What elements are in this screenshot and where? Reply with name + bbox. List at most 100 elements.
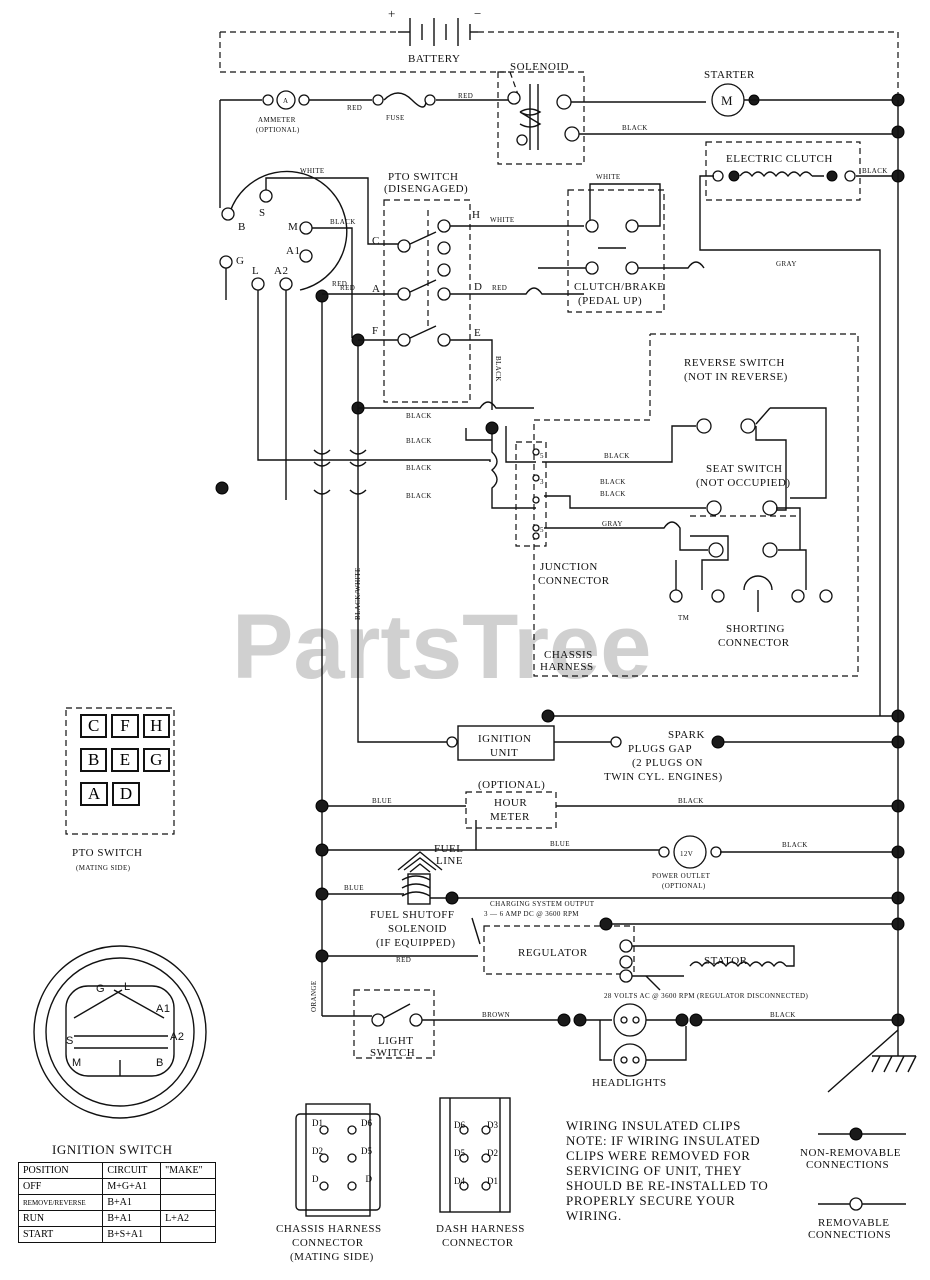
wiring-note: WIRING INSULATED CLIPS NOTE: IF WIRING I… — [566, 1118, 768, 1223]
table-cell: B+S+A1 — [102, 1226, 162, 1243]
dash-connector-label-2: CONNECTOR — [442, 1237, 514, 1249]
ignition-switch-label: IGNITION SWITCH — [52, 1142, 173, 1157]
legend-nr-2: CONNECTIONS — [806, 1159, 889, 1171]
wire-label-red: RED — [332, 280, 347, 288]
pto-grid-d: D — [112, 782, 140, 806]
power-optional-label: (OPTIONAL) — [662, 882, 706, 890]
pto-grid-g: G — [142, 748, 170, 772]
ign-term-a2: A2 — [274, 265, 288, 277]
wire-label-black: BLACK — [494, 356, 502, 382]
battery: + − BATTERY — [219, 6, 899, 101]
ignition-unit: IGNITION UNIT SPARK PLUGS GAP (2 PLUGS O… — [446, 690, 905, 783]
wire-label-black: BLACK — [406, 412, 432, 420]
stator-label: STATOR — [704, 955, 748, 967]
dash-pin: D5 — [454, 1148, 465, 1158]
wire-label-black: BLACK — [406, 492, 432, 500]
pto-grid-b: B — [80, 748, 108, 772]
ign-phys-a2: A2 — [170, 1031, 184, 1043]
battery-label: BATTERY — [408, 53, 460, 65]
electric-clutch-label: ELECTRIC CLUTCH — [726, 153, 833, 165]
wire-label-brown: BROWN — [482, 1011, 510, 1019]
dash-connector-label: DASH HARNESS — [436, 1223, 525, 1235]
legend-removable-icon — [849, 1197, 863, 1211]
ign-phys-m: M — [72, 1057, 82, 1069]
wire-label-black: BLACK — [782, 841, 808, 849]
reverse-seat-switch-area: REVERSE SWITCH (NOT IN REVERSE) BLACK SE… — [533, 333, 859, 677]
chassis-label: CHASSIS — [544, 649, 593, 661]
headlights-label: HEADLIGHTS — [592, 1077, 667, 1089]
pto-grid-f: F — [111, 714, 139, 738]
junction-label: JUNCTION — [540, 561, 598, 573]
dash-pin: D2 — [487, 1148, 498, 1158]
ammeter-label: AMMETER — [258, 116, 296, 124]
table-header: CIRCUIT — [102, 1162, 162, 1179]
ign-term-s: S — [259, 207, 266, 219]
battery-plus: + — [388, 6, 396, 21]
wire-label-black: BLACK — [862, 167, 888, 175]
ign-term-l: L — [252, 265, 259, 277]
pto-grid-a: A — [80, 782, 108, 806]
ammeter-a: A — [283, 97, 288, 105]
wire-label-red: RED — [396, 956, 411, 964]
wire-label-black: BLACK — [330, 218, 356, 226]
chassis-pin: D1 — [312, 1118, 323, 1128]
chassis-connector-label-3: (MATING SIDE) — [290, 1251, 374, 1263]
wire-label-red: RED — [340, 284, 355, 292]
charging-label-1: CHARGING SYSTEM OUTPUT — [490, 900, 595, 908]
wire-label-white: WHITE — [490, 216, 515, 224]
note-line-6: PROPERLY SECURE YOUR — [566, 1193, 735, 1208]
harness-label: HARNESS — [540, 661, 594, 673]
pto-term-c: C — [372, 235, 380, 247]
pto-grid-h: H — [142, 714, 170, 738]
table-cell: RUN — [17, 1210, 104, 1227]
hour-meter-label: HOUR — [494, 797, 527, 809]
pto-mating-label: PTO SWITCH — [72, 847, 143, 859]
ignition-switch-physical: G L A1 A2 S M B — [33, 945, 207, 1119]
light-switch-headlights: ORANGE BROWN LIGHT SWITCH BLACK HEADLIGH… — [310, 980, 905, 1089]
chassis-harness-connector — [295, 1103, 381, 1217]
watermark: PartsTree — [232, 596, 651, 698]
fuel-shutoff-label-3: (IF EQUIPPED) — [376, 937, 456, 949]
wire-label-orange: ORANGE — [310, 980, 318, 1012]
pto-term-h: H — [472, 209, 480, 221]
note-line-4: SERVICING OF UNIT, THEY — [566, 1163, 742, 1178]
table-cell: B+A1 — [102, 1210, 162, 1227]
spark-label-3: (2 PLUGS ON — [632, 757, 703, 769]
harness-runs: BLACK BLACK BLACK BLACK — [313, 401, 534, 500]
dash-pin: D4 — [454, 1176, 465, 1186]
pto-term-f: F — [372, 325, 379, 337]
dash-harness-connector — [439, 1097, 511, 1213]
wire-label-black: BLACK — [406, 464, 432, 472]
legend-nonremovable-icon — [849, 1127, 863, 1141]
note-line-3: CLIPS WERE REMOVED FOR — [566, 1148, 751, 1163]
wire-label-black: BLACK — [406, 437, 432, 445]
ign-term-b: B — [238, 221, 246, 233]
wire-label-white: WHITE — [596, 173, 621, 181]
ign-phys-g: G — [96, 983, 105, 995]
chassis-pin: D6 — [361, 1118, 372, 1128]
fuel-shutoff-label-2: SOLENOID — [388, 923, 447, 935]
fuse-label: FUSE — [386, 114, 405, 122]
pto-mating-grid: C F H B E G A D — [80, 714, 170, 806]
ammeter-fuse-line: A AMMETER (OPTIONAL) RED FUSE RED — [219, 90, 508, 208]
junction-connector-label: CONNECTOR — [538, 575, 610, 587]
ign-phys-b: B — [156, 1057, 164, 1069]
table-cell: L+A2 — [160, 1210, 216, 1227]
table-header: "MAKE" — [160, 1162, 216, 1179]
pedal-up-label: (PEDAL UP) — [578, 295, 642, 307]
battery-minus: − — [474, 6, 482, 21]
hour-meter: (OPTIONAL) HOUR METER BLUE BLACK — [315, 779, 905, 829]
not-in-reverse-label: (NOT IN REVERSE) — [684, 371, 788, 383]
wire-label-black: BLACK — [622, 124, 648, 132]
table-cell: OFF — [17, 1178, 104, 1195]
shorting-label: SHORTING — [726, 623, 785, 635]
fuel-line-label: FUEL — [434, 843, 464, 855]
junction-connector: 5 3 5 JUNCTION CONNECTOR CHASSIS HARNESS — [485, 421, 610, 673]
wire-label-black: BLACK — [604, 452, 630, 460]
wire-label-black: BLACK — [600, 478, 626, 486]
table-cell — [160, 1226, 216, 1243]
ign-term-g: G — [236, 255, 244, 267]
chassis-pin: D2 — [312, 1146, 323, 1156]
wire-label-gray: GRAY — [602, 520, 623, 528]
